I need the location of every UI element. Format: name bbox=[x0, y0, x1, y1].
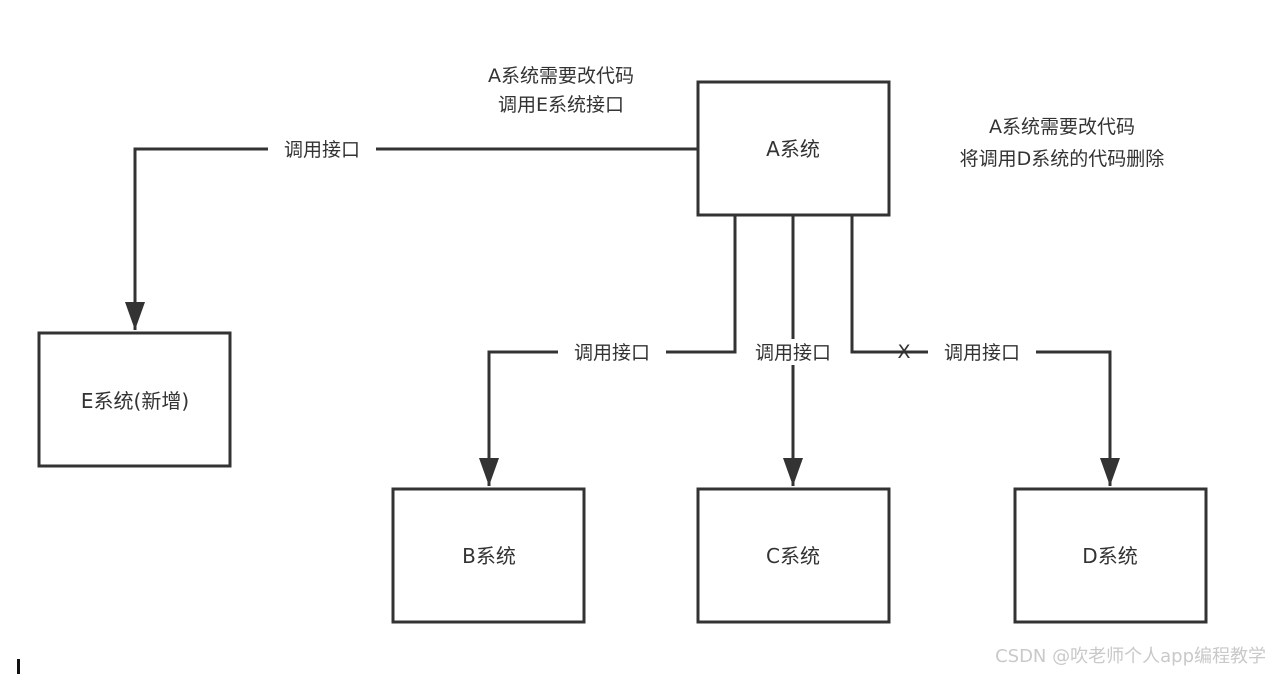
edge-label-a-to-b: 调用接口 bbox=[574, 342, 650, 364]
edge-a-to-e bbox=[133, 147, 697, 330]
note-top-left-line2: 调用E系统接口 bbox=[498, 94, 624, 116]
node-c-label: C系统 bbox=[766, 544, 820, 568]
node-e-label: E系统(新增) bbox=[81, 389, 189, 413]
note-top-left-line1: A系统需要改代码 bbox=[488, 65, 634, 87]
node-a-label: A系统 bbox=[766, 137, 820, 161]
node-b-system: B系统 bbox=[391, 487, 586, 624]
arrowhead-d bbox=[1100, 458, 1120, 486]
note-right-line2: 将调用D系统的代码删除 bbox=[960, 148, 1165, 170]
edge-label-a-to-e: 调用接口 bbox=[284, 139, 360, 161]
node-a-system: A系统 bbox=[696, 80, 891, 217]
node-c-system: C系统 bbox=[696, 487, 891, 624]
csdn-watermark: CSDN @吹老师个人app编程教学 bbox=[995, 646, 1266, 667]
edge-label-a-to-d: 调用接口 bbox=[944, 342, 1020, 364]
arrowhead-b bbox=[479, 458, 499, 486]
arrowhead-e bbox=[125, 302, 145, 330]
note-right-line1: A系统需要改代码 bbox=[989, 116, 1135, 138]
node-b-label: B系统 bbox=[462, 544, 516, 568]
arrowhead-c bbox=[783, 458, 803, 486]
node-e-system: E系统(新增) bbox=[37, 331, 232, 468]
edge-label-a-to-c: 调用接口 bbox=[755, 342, 831, 364]
node-d-system: D系统 bbox=[1013, 487, 1208, 624]
text-cursor-mark bbox=[17, 659, 20, 674]
removed-call-mark: X bbox=[897, 341, 910, 363]
node-d-label: D系统 bbox=[1082, 544, 1137, 568]
